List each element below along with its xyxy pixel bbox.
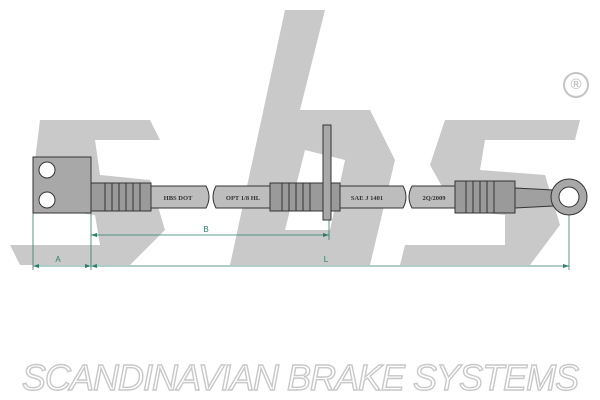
dimension-b-label: B xyxy=(203,225,208,234)
hose-marking-1: HBS DOT xyxy=(164,195,193,202)
right-crimp-fitting xyxy=(454,180,554,214)
mounting-flange xyxy=(322,124,332,221)
hose-segment-1 xyxy=(150,185,210,209)
dimension-arrowheads xyxy=(33,233,569,268)
hose-marking-2: OPT 1/8 HL xyxy=(226,195,261,202)
bracket-hole-bottom xyxy=(38,191,56,209)
bracket-hole-top xyxy=(38,161,56,179)
dimension-a-label: A xyxy=(55,255,61,264)
hose-segment-4 xyxy=(408,185,456,209)
dimension-lines xyxy=(32,200,570,270)
middle-fitting xyxy=(269,124,341,221)
mounting-bracket xyxy=(32,156,92,214)
banjo-eye-fitting xyxy=(550,178,588,216)
hose-marking-4: 2Q/2009 xyxy=(422,195,446,202)
sbs-logo-watermark xyxy=(10,10,580,265)
hose-segment-2 xyxy=(212,185,271,209)
brand-footer-text: SCANDINAVIAN BRAKE SYSTEMS xyxy=(21,357,580,398)
hose-segment-3 xyxy=(339,185,407,209)
dimension-l-label: L xyxy=(324,255,329,264)
hose-marking-3: SAE J 1401 xyxy=(351,195,383,202)
registered-trademark-icon: ® xyxy=(563,72,589,98)
left-crimp-fitting xyxy=(90,182,152,212)
